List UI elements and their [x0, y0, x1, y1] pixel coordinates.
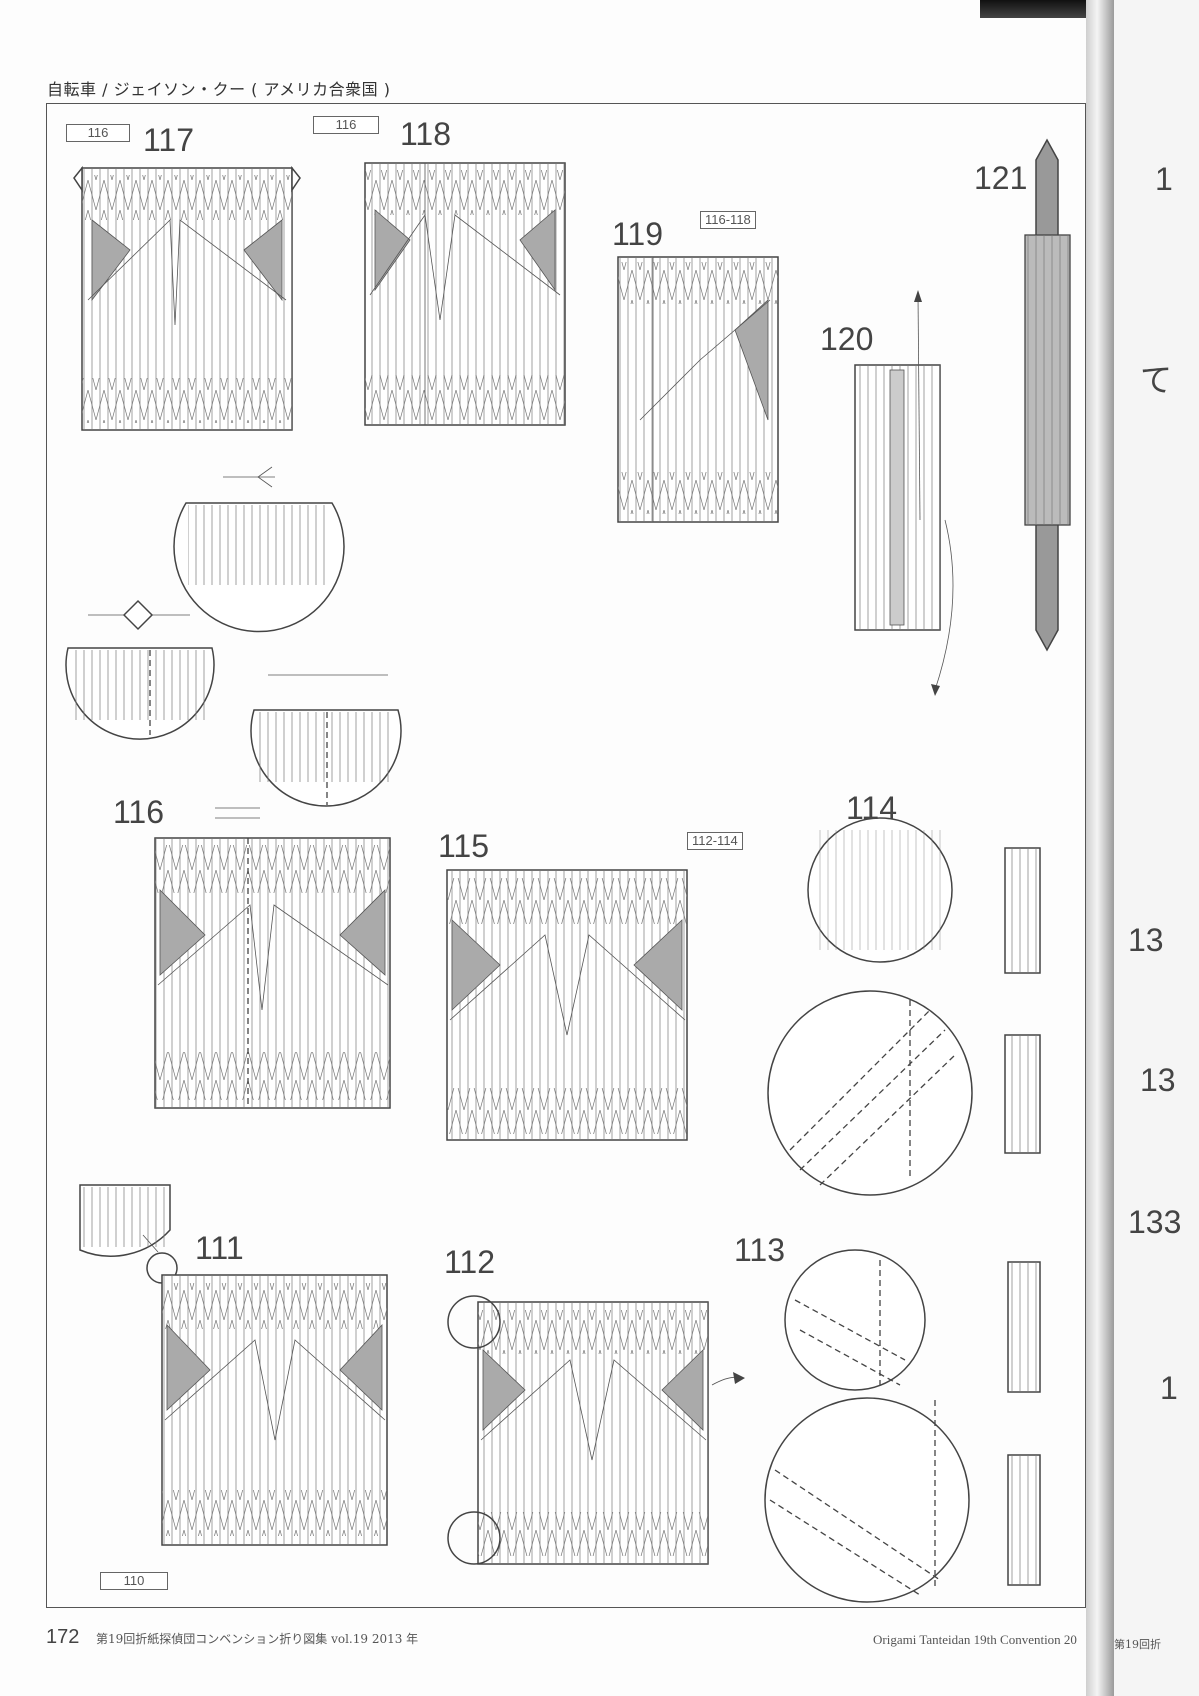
step-112-diagram	[447, 1295, 745, 1565]
step-114-details	[767, 817, 1041, 1196]
footer-convention-title: Origami Tanteidan 19th Convention 20	[873, 1632, 1077, 1647]
step-113-details	[764, 1249, 1041, 1603]
footer-publication-title: 第19回折紙探偵団コンベンション折り図集 vol.19 2013 年	[96, 1632, 419, 1646]
step-118-reference: 116	[313, 116, 379, 134]
step-111-number: 111	[195, 1230, 244, 1266]
facing-page-label: 1	[1155, 161, 1173, 197]
step-117-diagram	[73, 165, 301, 431]
step-119-diagram	[617, 256, 779, 523]
book-spine	[1086, 0, 1114, 1696]
step-120-number: 120	[820, 321, 874, 357]
step-115-number: 115	[438, 828, 490, 864]
step-118-number: 118	[400, 116, 452, 152]
folding-diagrams-illustration	[65, 138, 1071, 1603]
step-121-diagram	[1024, 138, 1071, 652]
facing-page-label: 133	[1128, 1204, 1182, 1240]
step-120-diagram	[854, 290, 954, 696]
step-114-number: 114	[846, 790, 898, 826]
facing-page-label: て	[1140, 361, 1173, 399]
step-119-number: 119	[612, 216, 664, 252]
step-115-diagram	[446, 869, 688, 1141]
step-113-number: 113	[734, 1232, 786, 1268]
step-117-number: 117	[143, 122, 195, 158]
detail-views-upper	[65, 466, 402, 807]
step-116-number: 116	[113, 794, 165, 830]
step-118-diagram	[364, 162, 566, 426]
step-115-reference: 112-114	[687, 832, 743, 850]
step-117-reference: 116	[66, 124, 130, 142]
step-111-reference: 110	[100, 1572, 168, 1590]
facing-page-label: 1	[1160, 1370, 1178, 1406]
facing-page-label: 13	[1128, 922, 1164, 958]
step-121-number: 121	[974, 160, 1028, 196]
page-header-title: 自転車 / ジェイソン・クー ( アメリカ合衆国 )	[47, 80, 391, 99]
step-111-diagram	[79, 1184, 388, 1546]
facing-page-label: 13	[1140, 1062, 1176, 1098]
facing-page-footer: 第19回折	[1114, 1638, 1161, 1651]
step-116-diagram	[154, 807, 391, 1109]
step-112-number: 112	[444, 1244, 496, 1280]
page-number: 172	[46, 1626, 80, 1648]
step-119-reference: 116-118	[700, 211, 756, 229]
diagram-frame	[46, 103, 1086, 1608]
facing-page	[1112, 0, 1199, 1696]
